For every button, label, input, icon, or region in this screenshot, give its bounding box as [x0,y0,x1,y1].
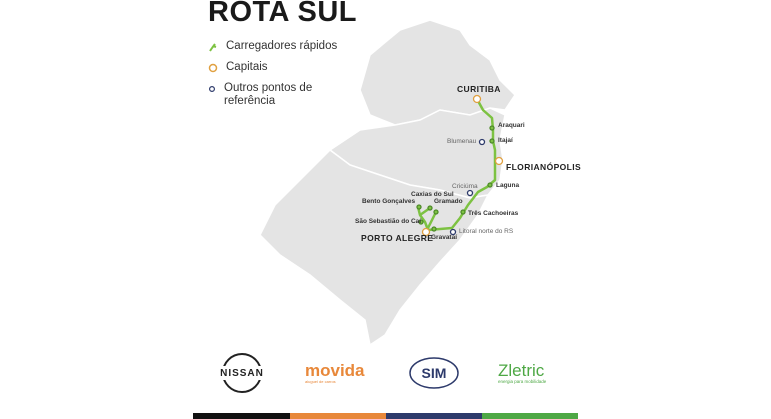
legend-item-chargers: Carregadores rápidos [208,40,337,52]
zletric-logo: Zletric energia para mobilidade [498,352,564,394]
color-bar-navy [386,413,482,419]
sim-text: SIM [421,365,447,381]
legend-item-capitals: Capitais [208,61,268,73]
label-porto-alegre: PORTO ALEGRE [361,233,434,243]
rio-grande-do-sul-region [259,149,490,347]
charger-marker-tres [460,209,466,215]
zletric-text: Zletric [498,361,545,380]
movida-text: movida [305,361,365,380]
charger-marker-bento [416,204,422,210]
label-gramado: Gramado [434,198,463,205]
color-bar-orange [290,413,386,419]
label-itajai: Itajaí [498,137,513,144]
zletric-tagline: energia para mobilidade [498,379,547,384]
label-laguna: Laguna [496,182,520,189]
capital-marker-curitiba [472,94,482,104]
capital-circle-icon [208,63,218,73]
movida-logo: movida aluguel de carros [305,352,371,394]
label-caxias: Caxias do Sul [411,191,454,198]
reference-marker-litoral [449,228,457,236]
capital-marker-florianopolis [494,156,504,166]
label-araquari: Araquari [498,122,525,129]
label-criciuma: Criciúma [452,183,478,190]
label-gravatai: Gravataí [431,234,458,241]
nissan-logo: NISSAN [213,352,271,394]
movida-tagline: aluguel de carros [305,379,336,384]
charger-marker-laguna [487,182,493,188]
label-litoral-norte: Litoral norte do RS [459,228,514,235]
capital-marker-porto_alegre [421,227,431,237]
color-bar-green [482,413,578,419]
reference-marker-criciuma [466,189,474,197]
color-bar-black [193,413,290,419]
charger-marker-caí [418,219,424,225]
charger-marker-gramado [433,209,439,215]
charger-plug-icon [209,43,217,52]
page-title: ROTA SUL [208,0,357,28]
charger-marker-caxias [427,205,433,211]
legend-label: Carregadores rápidos [226,40,338,52]
charger-marker-araquari [489,125,495,131]
reference-marker-blumenau [478,138,486,146]
nissan-text: NISSAN [220,367,264,379]
legend-item-reference: Outros pontos de referência [208,82,338,108]
label-sao-sebastiao: São Sebastião do Caí [355,218,422,225]
sim-logo: SIM [408,352,460,394]
label-bento: Bento Gonçalves [362,198,416,205]
charger-marker-itajai [489,138,495,144]
charger-marker-gravatai [431,226,437,232]
label-florianopolis: FLORIANÓPOLIS [506,162,582,172]
label-tres-cachoeiras: Três Cachoeiras [468,210,519,217]
label-curitiba: CURITIBA [457,84,501,94]
label-blumenau: Blumenau [447,138,477,145]
legend-label: Capitais [226,61,268,73]
reference-circle-icon [209,86,215,92]
legend-label: Outros pontos de referência [224,82,313,107]
